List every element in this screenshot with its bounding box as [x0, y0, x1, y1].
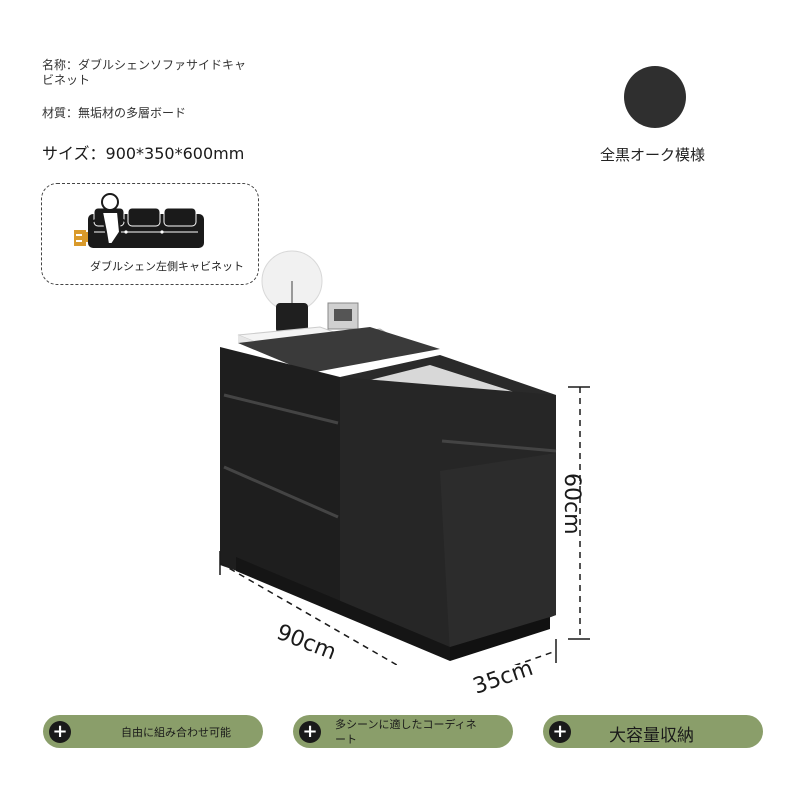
dimension-height: 60cm — [559, 473, 584, 535]
cabinet-illustration — [219, 250, 590, 665]
spec-material: 材質：無垢材の多層ボード — [42, 106, 187, 120]
callout-label: ダブルシェン左側キャビネット — [90, 260, 244, 273]
feature-label: 大容量収納 — [609, 726, 694, 746]
color-swatch-label: 全黒オーク模様 — [600, 146, 706, 164]
spec-size: サイズ：900*350*600mm — [42, 144, 245, 163]
position-callout: ダブルシェン左側キャビネット — [41, 183, 259, 285]
plus-icon: + — [549, 721, 571, 743]
color-swatch — [624, 66, 686, 128]
plus-icon: + — [299, 721, 321, 743]
feature-label: 自由に組み合わせ可能 — [121, 726, 231, 739]
sofa-icon — [74, 193, 204, 248]
feature-pill-combinable: + 自由に組み合わせ可能 — [43, 715, 263, 748]
feature-pill-coordinate: + 多シーンに適したコーディネート — [293, 715, 513, 748]
feature-label: 多シーンに適したコーディネート — [335, 718, 477, 746]
plus-icon: + — [49, 721, 71, 743]
spec-name: 名称：ダブルシェンソファサイドキャビネット — [42, 58, 247, 87]
feature-pill-storage: + 大容量収納 — [543, 715, 763, 748]
